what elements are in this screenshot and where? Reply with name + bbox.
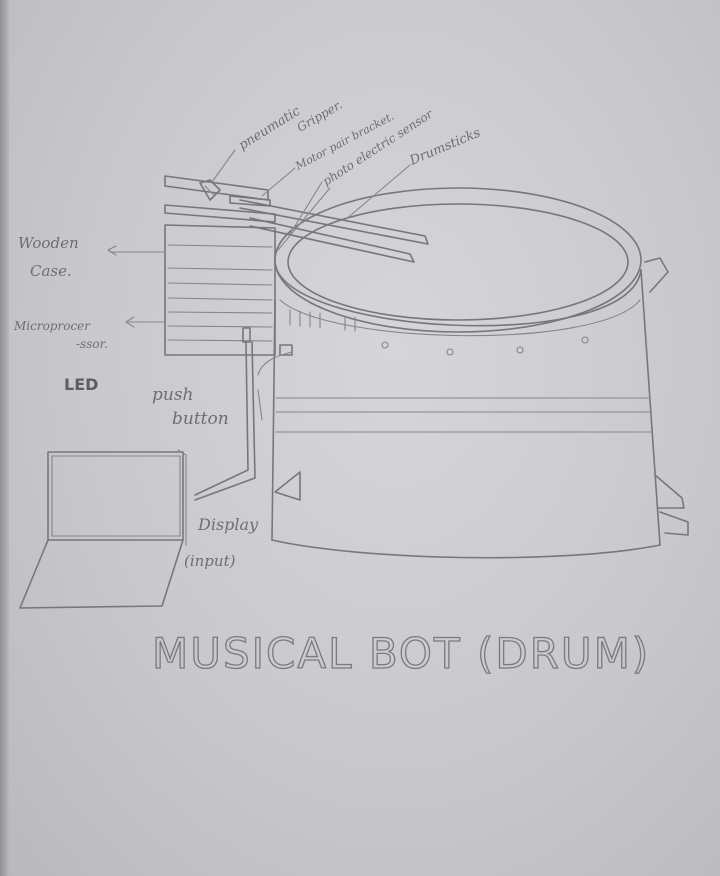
label-pneumatic: pneumatic <box>236 103 303 153</box>
leader-lines <box>108 150 410 327</box>
wooden-case <box>165 225 275 355</box>
label-input: (input) <box>184 552 236 570</box>
label-display: Display <box>197 515 259 534</box>
label-case: Case. <box>30 262 72 280</box>
label-push: push <box>152 385 194 405</box>
label-wooden: Wooden <box>18 234 79 252</box>
laptop-display <box>20 450 186 608</box>
label-microprocessor: Microprocer <box>13 319 91 333</box>
label-microprocessor-cont: -ssor. <box>76 337 108 351</box>
drumsticks <box>240 200 428 262</box>
sketch-title: MUSICAL BOT (DRUM) <box>152 629 650 678</box>
label-button: button <box>172 409 229 429</box>
label-drumsticks: Drumsticks <box>407 125 483 169</box>
label-led: LED <box>64 375 98 394</box>
pneumatic-gripper-assembly <box>165 176 275 222</box>
drum <box>272 188 688 558</box>
